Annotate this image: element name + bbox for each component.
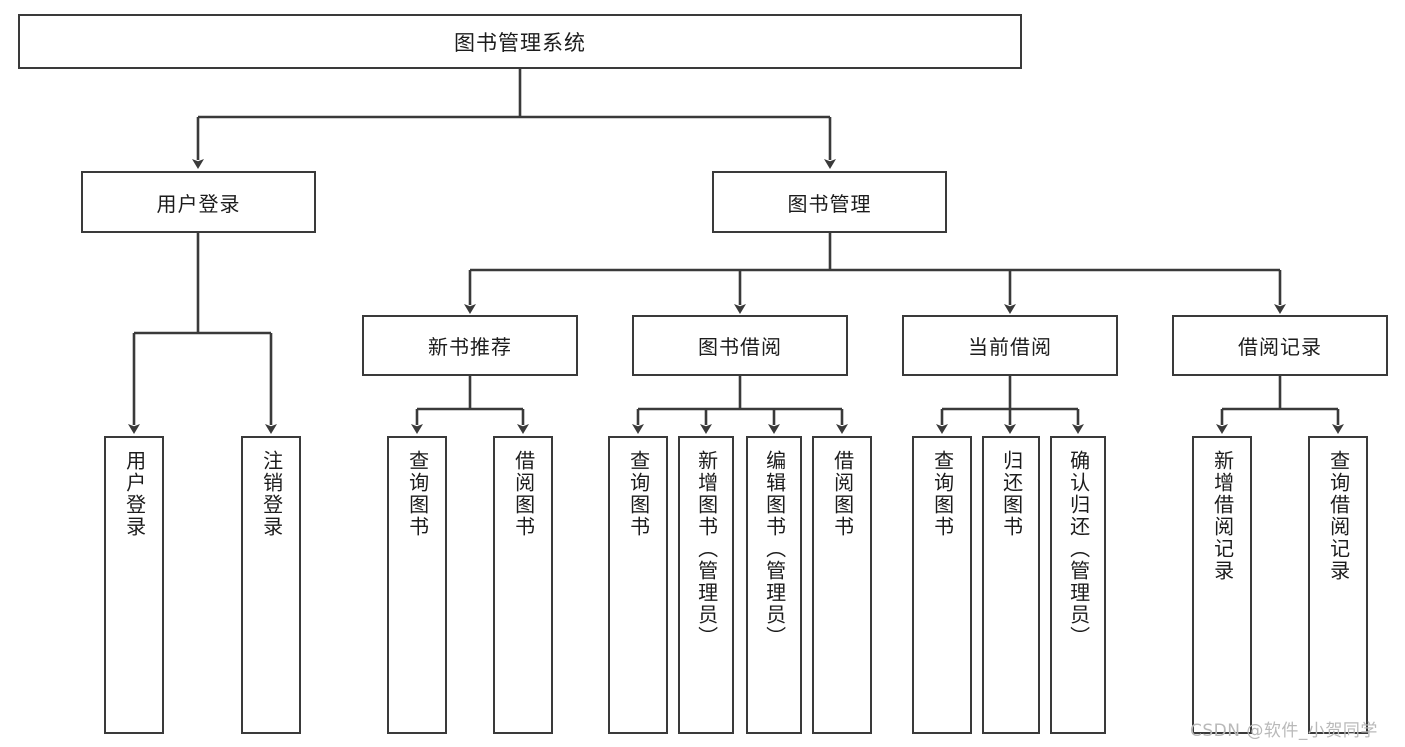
leaf-borrow-book-2-label: 借阅图书	[830, 450, 855, 538]
csdn-watermark: CSDN @软件_小贺同学	[1190, 721, 1378, 741]
leaf-query-book-2[interactable]: 查询图书	[608, 436, 668, 734]
node-borrow-record-label: 借阅记录	[1238, 335, 1322, 359]
node-book-manage-label: 图书管理	[787, 191, 872, 216]
node-current-borrow[interactable]: 当前借阅	[902, 315, 1118, 376]
leaf-confirm-return-label: 确认归还（管理员）	[1066, 450, 1091, 648]
node-book-manage[interactable]: 图书管理	[712, 171, 947, 233]
leaf-query-book-2-label: 查询图书	[626, 450, 651, 538]
leaf-edit-book[interactable]: 编辑图书（管理员）	[746, 436, 802, 734]
node-new-book-rec[interactable]: 新书推荐	[362, 315, 578, 376]
node-book-borrow[interactable]: 图书借阅	[632, 315, 848, 376]
node-book-borrow-label: 图书借阅	[698, 335, 782, 359]
node-root-label: 图书管理系统	[454, 30, 586, 55]
node-borrow-record[interactable]: 借阅记录	[1172, 315, 1388, 376]
leaf-add-book-label: 新增图书（管理员）	[694, 450, 719, 648]
leaf-return-book[interactable]: 归还图书	[982, 436, 1040, 734]
node-root[interactable]: 图书管理系统	[18, 14, 1022, 69]
leaf-query-book-1-label: 查询图书	[405, 450, 430, 538]
leaf-logout-login[interactable]: 注销登录	[241, 436, 301, 734]
leaf-return-book-label: 归还图书	[999, 450, 1024, 538]
leaf-edit-book-label: 编辑图书（管理员）	[762, 450, 787, 648]
node-user-login[interactable]: 用户登录	[81, 171, 316, 233]
leaf-confirm-return[interactable]: 确认归还（管理员）	[1050, 436, 1106, 734]
leaf-logout-login-label: 注销登录	[259, 450, 284, 538]
leaf-borrow-book-1-label: 借阅图书	[511, 450, 536, 538]
node-current-borrow-label: 当前借阅	[968, 335, 1052, 359]
leaf-add-record-label: 新增借阅记录	[1210, 450, 1235, 582]
node-user-login-label: 用户登录	[156, 191, 241, 216]
leaf-query-book-3-label: 查询图书	[930, 450, 955, 538]
leaf-add-book[interactable]: 新增图书（管理员）	[678, 436, 734, 734]
leaf-query-book-1[interactable]: 查询图书	[387, 436, 447, 734]
leaf-add-record[interactable]: 新增借阅记录	[1192, 436, 1252, 734]
leaf-query-record[interactable]: 查询借阅记录	[1308, 436, 1368, 734]
leaf-user-login-label: 用户登录	[122, 450, 147, 538]
leaf-query-book-3[interactable]: 查询图书	[912, 436, 972, 734]
node-new-book-rec-label: 新书推荐	[428, 335, 512, 359]
leaf-user-login[interactable]: 用户登录	[104, 436, 164, 734]
leaf-query-record-label: 查询借阅记录	[1326, 450, 1351, 582]
leaf-borrow-book-1[interactable]: 借阅图书	[493, 436, 553, 734]
leaf-borrow-book-2[interactable]: 借阅图书	[812, 436, 872, 734]
